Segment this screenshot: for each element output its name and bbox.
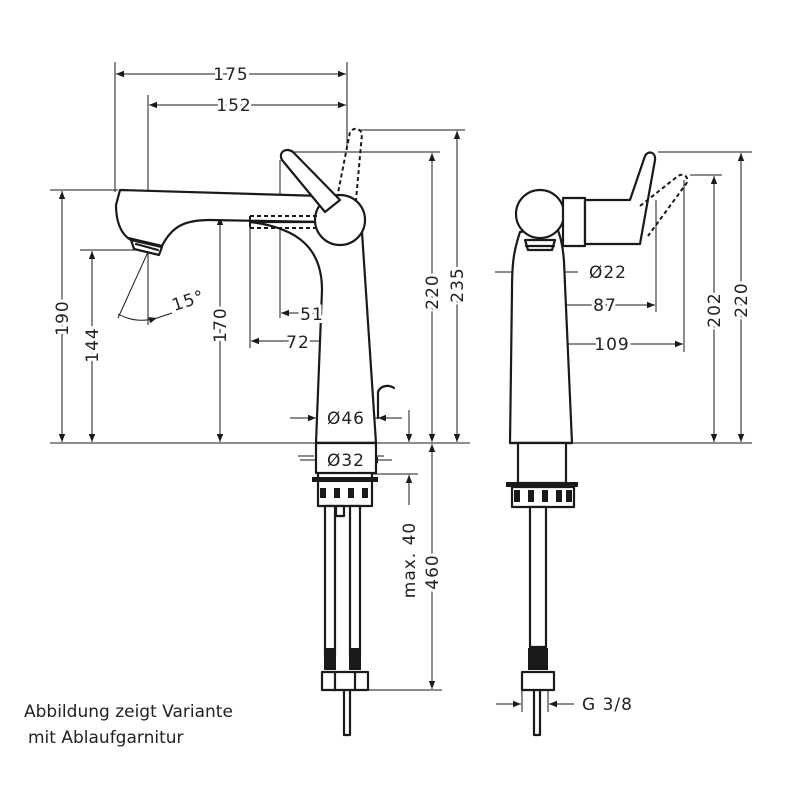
- mounting-flange: [312, 477, 378, 482]
- label-max40: max. 40: [400, 522, 420, 598]
- side-faucet-body: [508, 224, 574, 445]
- lever-handle: [279, 148, 342, 214]
- label-15-degrees: 15°: [170, 287, 208, 316]
- label-235: 235: [448, 267, 468, 302]
- angle-arc-15: [117, 313, 158, 324]
- side-supply-hose: [520, 505, 556, 737]
- label-175: 175: [213, 65, 248, 85]
- front-view: [50, 62, 470, 737]
- side-view: [495, 151, 752, 737]
- label-170: 170: [211, 307, 231, 342]
- spout: [114, 188, 324, 248]
- supply-hoses: [320, 504, 370, 737]
- label-109: 109: [594, 335, 629, 355]
- label-51: 51: [300, 305, 324, 325]
- lever-dashed-alternate: [336, 127, 364, 201]
- popup-rod: [376, 384, 396, 420]
- side-handle-block: [561, 196, 587, 248]
- label-220-front: 220: [423, 274, 443, 309]
- label-144: 144: [83, 327, 103, 362]
- caption-line-2: mit Ablaufgarnitur: [28, 728, 184, 748]
- label-g38: G 3/8: [582, 695, 633, 715]
- label-d32: Ø32: [327, 451, 365, 471]
- label-87: 87: [593, 296, 617, 316]
- label-202: 202: [705, 292, 725, 327]
- label-d22: Ø22: [589, 263, 627, 283]
- side-mounting-flange: [506, 482, 578, 487]
- label-190: 190: [53, 300, 73, 335]
- side-lever-dashed: [639, 173, 689, 237]
- side-spout-end: [514, 188, 566, 240]
- dimension-labels: 175 152 190 144 170 15° 51 72 220 235 Ø4…: [50, 62, 755, 715]
- caption-line-1: Abbildung zeigt Variante: [24, 702, 233, 722]
- side-lever-handle: [583, 151, 657, 246]
- label-152: 152: [216, 96, 251, 116]
- label-72: 72: [286, 333, 310, 353]
- label-220-side: 220: [732, 282, 752, 317]
- label-460: 460: [423, 554, 443, 589]
- label-d46: Ø46: [327, 409, 365, 429]
